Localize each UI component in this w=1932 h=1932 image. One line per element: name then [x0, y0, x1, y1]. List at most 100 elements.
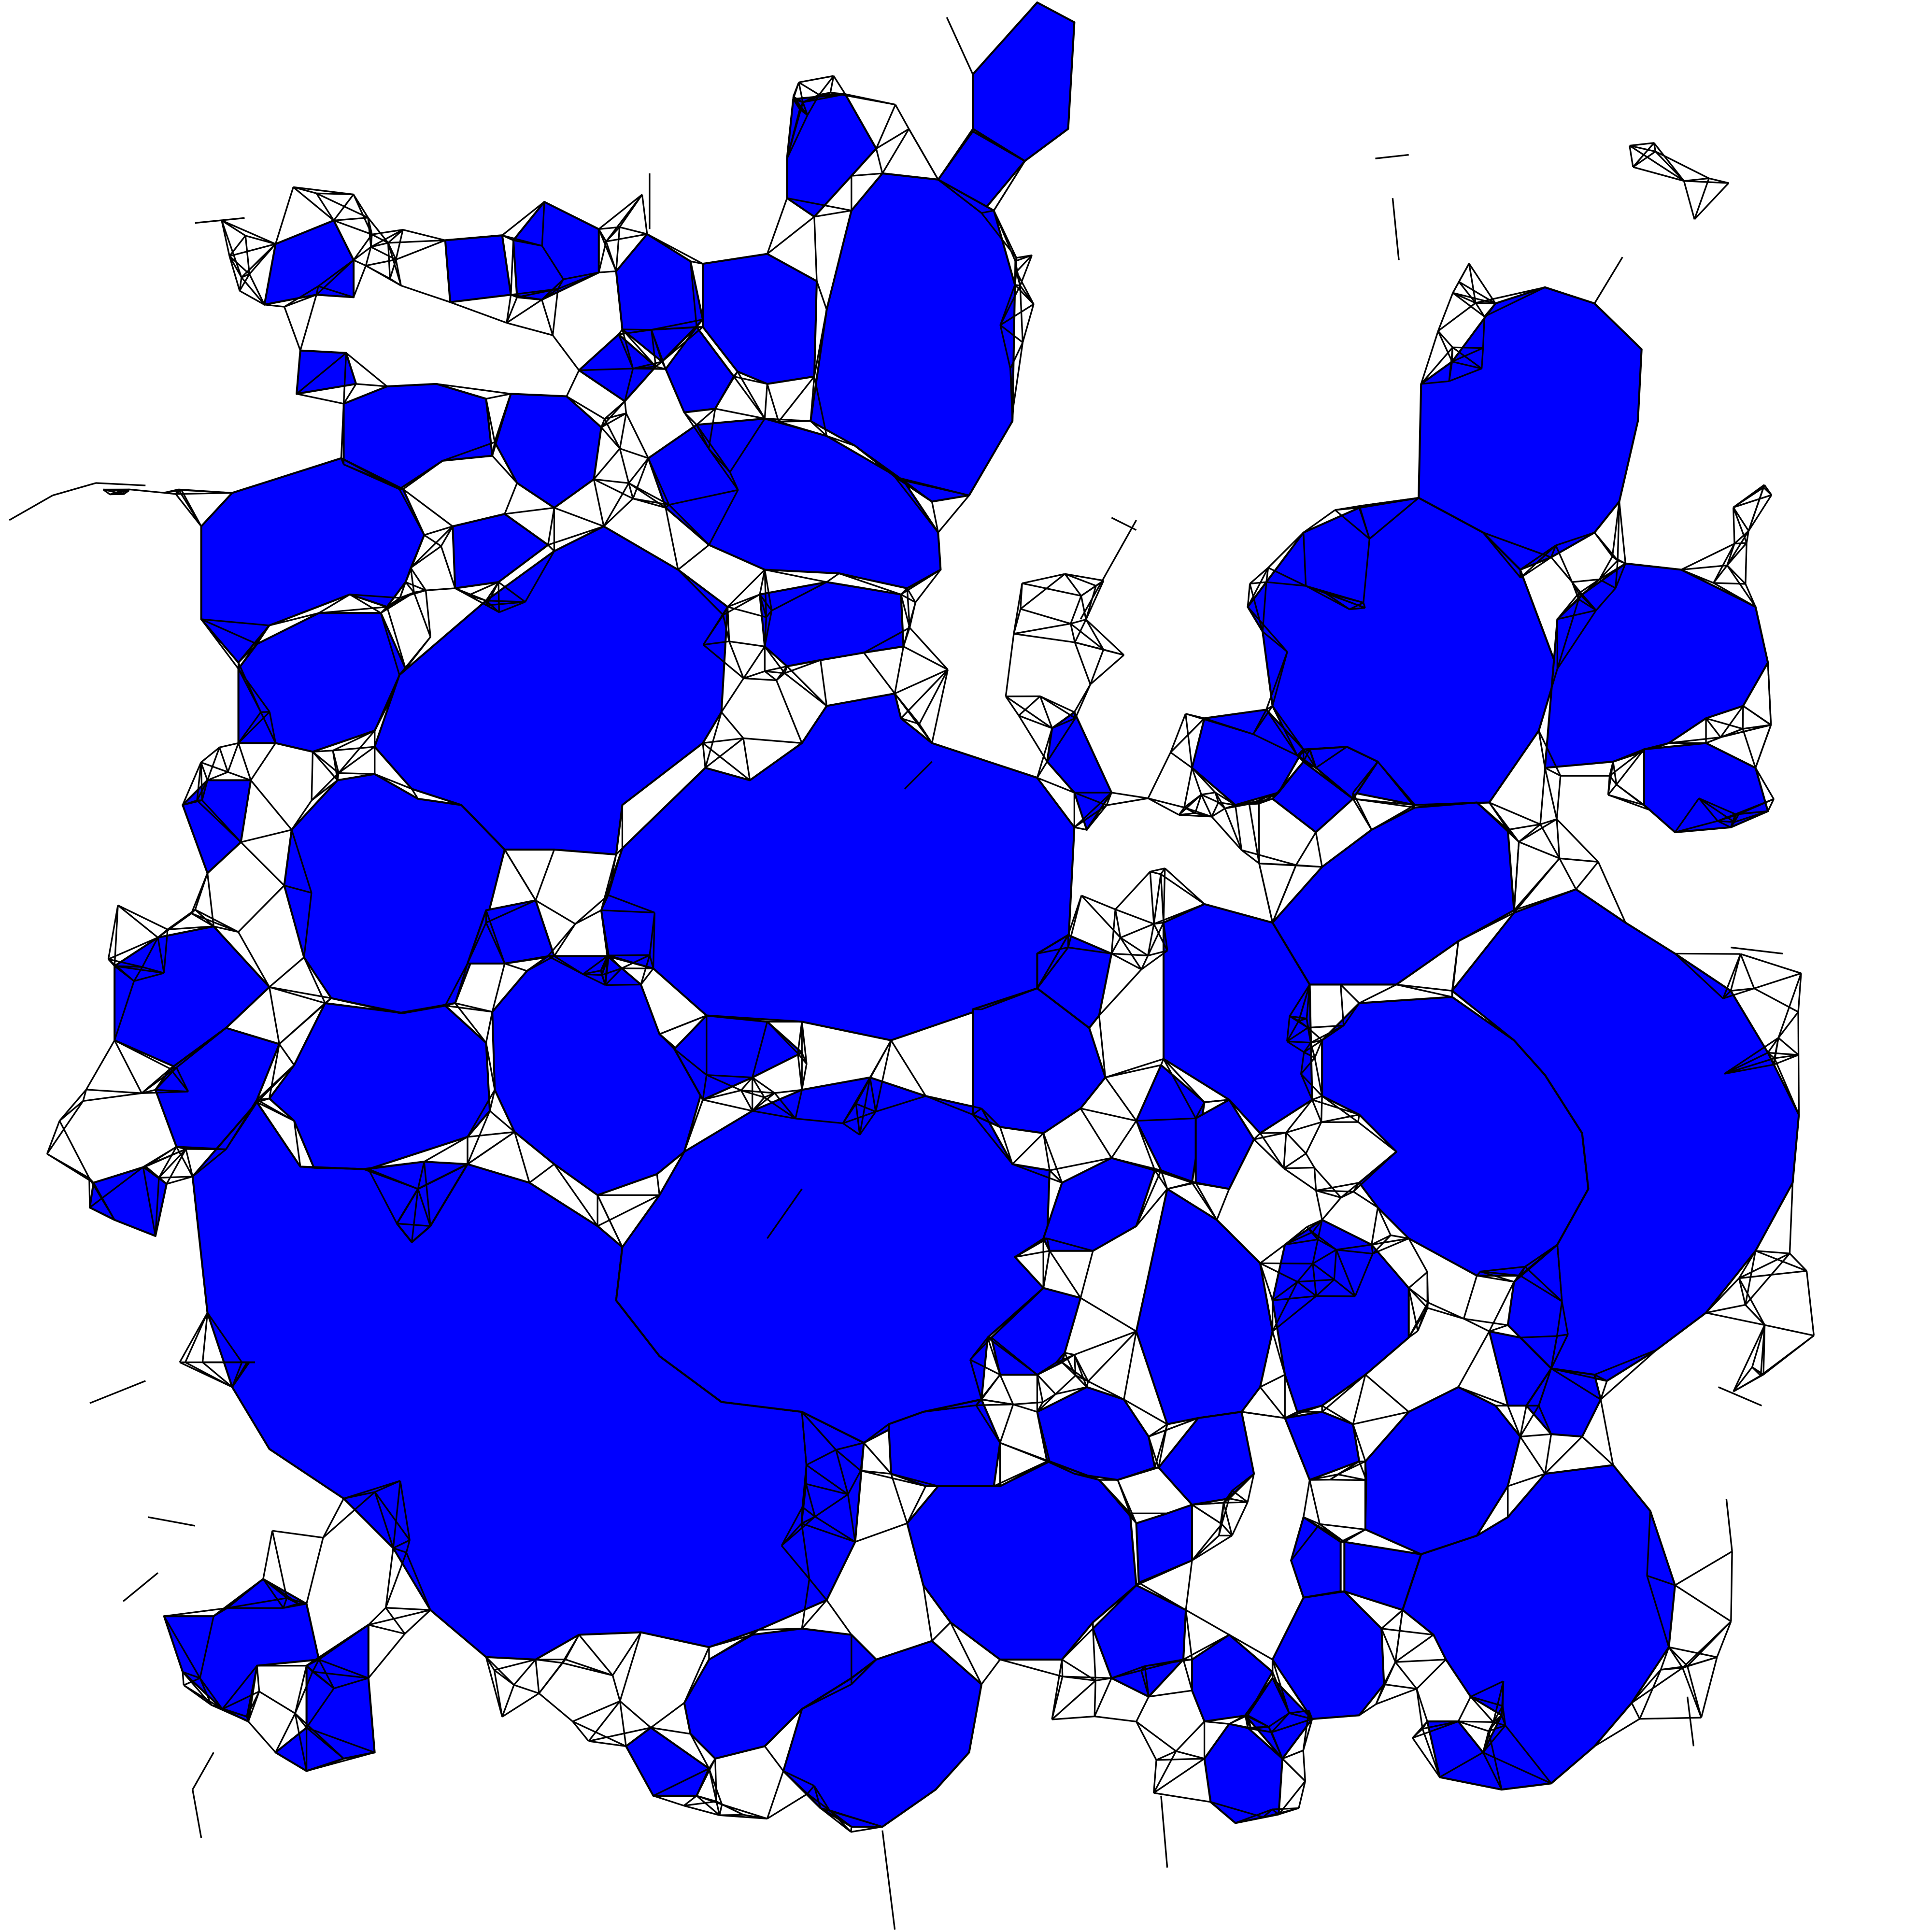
mesh-edge [436, 383, 486, 400]
mesh-edge [1297, 1263, 1314, 1282]
mesh-edge [1065, 573, 1096, 587]
mesh-edge [142, 1146, 177, 1168]
mesh-edge [178, 489, 202, 527]
mesh-edge [1578, 593, 1597, 611]
mesh-edge [1009, 368, 1014, 408]
mesh-edge [1494, 1405, 1521, 1437]
mesh-edge [450, 301, 507, 324]
mesh-edge [1575, 861, 1599, 890]
mesh-edge [1272, 705, 1305, 750]
mesh-edge [1437, 330, 1453, 348]
mesh-edge [632, 458, 649, 499]
mesh-edge [1507, 1436, 1521, 1487]
mesh-edge [1194, 794, 1202, 814]
mesh-edge [306, 1659, 320, 1667]
mesh-edge [349, 594, 382, 614]
mesh-edge [385, 1548, 394, 1608]
mesh-edge [1675, 952, 1741, 955]
mesh-edge [1733, 1375, 1762, 1392]
mesh-edge [1247, 582, 1267, 608]
mesh-edge [1136, 1120, 1162, 1171]
mesh-edge [1272, 1295, 1317, 1332]
mesh-edge [1175, 1720, 1205, 1752]
mesh-edge [1287, 1040, 1311, 1044]
mesh-edge [600, 426, 621, 449]
mesh-edge [262, 1530, 273, 1579]
mesh-edge [826, 572, 840, 583]
mesh-edge [1216, 1188, 1230, 1221]
mesh-edge [225, 986, 270, 1029]
mesh-edge [813, 309, 828, 377]
mesh-edge [1037, 1362, 1063, 1376]
mesh-edge [1518, 841, 1560, 859]
mesh-edge [829, 75, 835, 93]
mesh-edge [1160, 1795, 1168, 1868]
mesh-edge [1520, 1337, 1552, 1369]
mesh-edge [444, 240, 451, 302]
mesh-edge [275, 1713, 296, 1753]
mesh-edge [1106, 797, 1149, 806]
region-cell [1135, 1504, 1193, 1584]
mesh-edge [1593, 256, 1623, 304]
mesh-edge [1140, 1665, 1146, 1671]
mesh-edge [906, 1485, 939, 1524]
mesh-edge [1094, 1680, 1096, 1717]
mesh-edge [605, 967, 623, 986]
mesh-edge [1612, 761, 1618, 785]
mesh-edge [1250, 581, 1266, 585]
mesh-edge [486, 393, 511, 400]
mesh-edge [743, 677, 777, 682]
mesh-edge [925, 1095, 973, 1116]
mesh-edge [1359, 506, 1370, 540]
mesh-edge [838, 572, 901, 596]
mesh-edge [1120, 937, 1142, 970]
mesh-edge [600, 418, 606, 428]
mesh-edge [158, 1148, 187, 1179]
mesh-edge [842, 1110, 876, 1124]
mesh-edge [1314, 1040, 1323, 1058]
mesh-edge [1637, 349, 1643, 421]
mesh-edge [1544, 1436, 1583, 1475]
mesh-edge [740, 1077, 753, 1091]
mesh-edge [597, 1225, 623, 1248]
mesh-edge [1412, 1720, 1459, 1739]
mesh-edge [1039, 696, 1076, 719]
mesh-edge [980, 1108, 1013, 1165]
mesh-edge [454, 1002, 487, 1044]
mesh-edge [1074, 1473, 1118, 1481]
mesh-edge [1539, 767, 1546, 824]
mesh-edge [709, 1634, 753, 1661]
mesh-edge [1632, 142, 1655, 168]
mesh-edge [491, 970, 528, 1012]
mesh-edge [999, 1374, 1014, 1405]
mesh-edge [1437, 292, 1454, 331]
mesh-edge [1550, 1367, 1601, 1400]
mesh-edge [1036, 1374, 1044, 1403]
mesh-edge [1451, 347, 1484, 363]
mesh-edge [894, 693, 933, 744]
mesh-edge [1046, 718, 1076, 762]
mesh-edge [485, 899, 536, 923]
mesh-edge [615, 233, 648, 272]
mesh-edge [256, 1097, 270, 1103]
mesh-edge [445, 234, 502, 242]
mesh-edge [851, 1634, 877, 1661]
mesh-edge [1451, 996, 1515, 1041]
mesh-edge [1245, 1714, 1269, 1728]
mesh-edge [1249, 567, 1269, 584]
mesh-edge [1594, 1349, 1657, 1376]
mesh-edge [802, 1628, 852, 1636]
mesh-edge [1167, 1504, 1193, 1514]
mesh-edge [1381, 1609, 1403, 1630]
mesh-edge [1422, 1720, 1459, 1730]
mesh-edge [621, 329, 634, 369]
mesh-edge [311, 772, 340, 801]
mesh-edge [1300, 1073, 1323, 1097]
mesh-edge [1745, 1304, 1765, 1326]
mesh-edge [1738, 1250, 1757, 1279]
mesh-edge [157, 937, 165, 973]
mesh-edge [1358, 1182, 1378, 1208]
mesh-edge [1747, 494, 1773, 532]
mesh-edge [1726, 543, 1735, 566]
